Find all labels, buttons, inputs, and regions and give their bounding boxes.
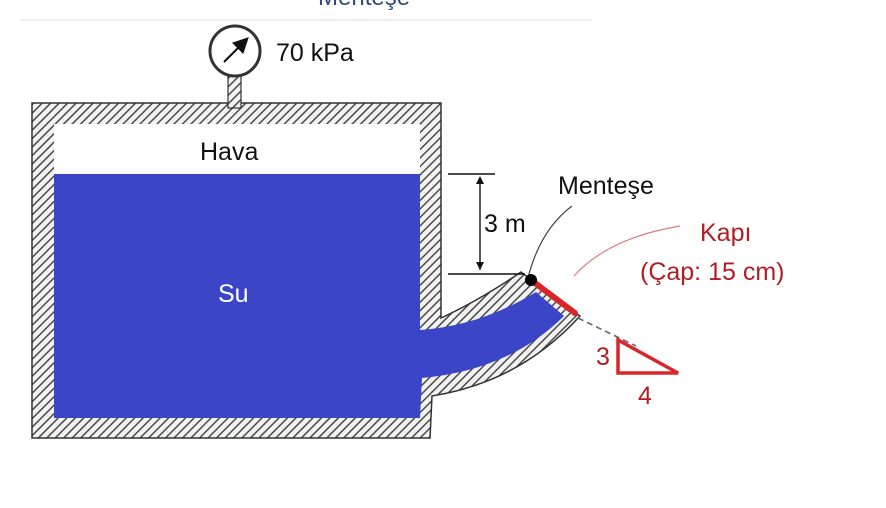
height-label: 3 m: [484, 210, 526, 238]
water-region: [54, 174, 564, 418]
hinge-icon: [525, 274, 537, 286]
air-region: [54, 124, 420, 174]
water-label: Su: [218, 280, 249, 308]
slope-triangle: [616, 337, 679, 375]
height-dimension: [448, 173, 525, 275]
gate-diameter-label: (Çap: 15 cm): [640, 258, 784, 286]
top-cut-label: Menteşe: [318, 0, 410, 12]
pressure-gauge-icon: [208, 24, 262, 78]
slope-run-label: 4: [638, 382, 652, 410]
gauge-reading: 70 kPa: [276, 39, 354, 67]
gate: [532, 280, 578, 316]
gate-extension-line: [577, 317, 637, 347]
slope-rise-label: 3: [596, 343, 610, 371]
air-label: Hava: [200, 138, 258, 166]
gate-label: Kapı: [700, 219, 751, 247]
gate-leader: [573, 225, 681, 277]
hinge-label: Menteşe: [558, 172, 654, 200]
hinge-leader: [527, 205, 573, 279]
